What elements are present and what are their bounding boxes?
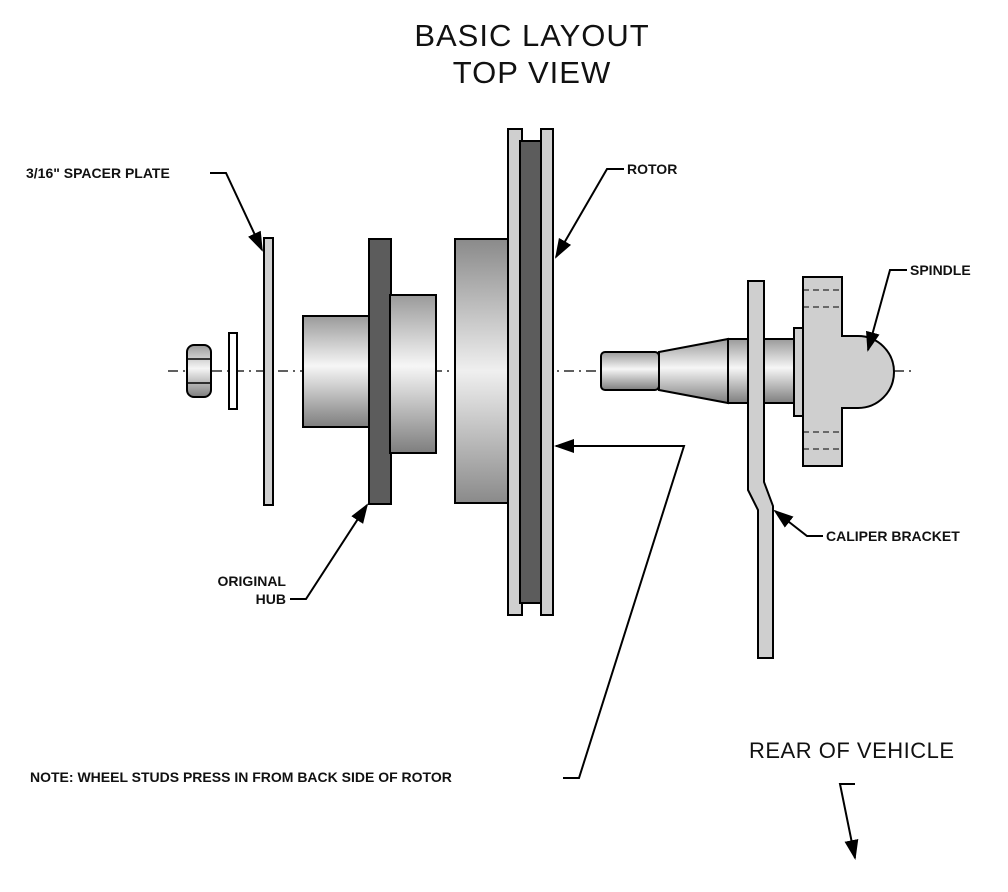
original-hub-label-line-1: ORIGINAL bbox=[218, 573, 287, 589]
caliper-bracket-leader bbox=[773, 509, 823, 537]
title-line-2: TOP VIEW bbox=[453, 55, 611, 90]
rear-of-vehicle-label: REAR OF VEHICLE bbox=[749, 738, 955, 763]
lug-nut bbox=[186, 344, 212, 398]
note-leader bbox=[554, 439, 686, 779]
spindle-label: SPINDLE bbox=[910, 262, 971, 278]
washer bbox=[228, 332, 238, 410]
rotor-leader bbox=[554, 168, 624, 259]
spacer-plate bbox=[263, 237, 274, 506]
rotor bbox=[454, 128, 554, 616]
spindle-leader bbox=[866, 269, 907, 352]
caliper-bracket-label: CALIPER BRACKET bbox=[826, 528, 960, 544]
note-text: NOTE: WHEEL STUDS PRESS IN FROM BACK SID… bbox=[30, 769, 452, 785]
spindle bbox=[600, 276, 895, 467]
rear-of-vehicle-arrow bbox=[838, 783, 859, 860]
caliper-bracket bbox=[747, 280, 774, 659]
spacer-plate-label: 3/16" SPACER PLATE bbox=[26, 165, 170, 181]
title-line-1: BASIC LAYOUT bbox=[414, 18, 649, 53]
rotor-label: ROTOR bbox=[627, 161, 677, 177]
spacer-plate-leader bbox=[210, 172, 263, 252]
original-hub bbox=[302, 238, 437, 505]
original-hub-label-line-2: HUB bbox=[256, 591, 286, 607]
original-hub-leader bbox=[290, 503, 369, 600]
